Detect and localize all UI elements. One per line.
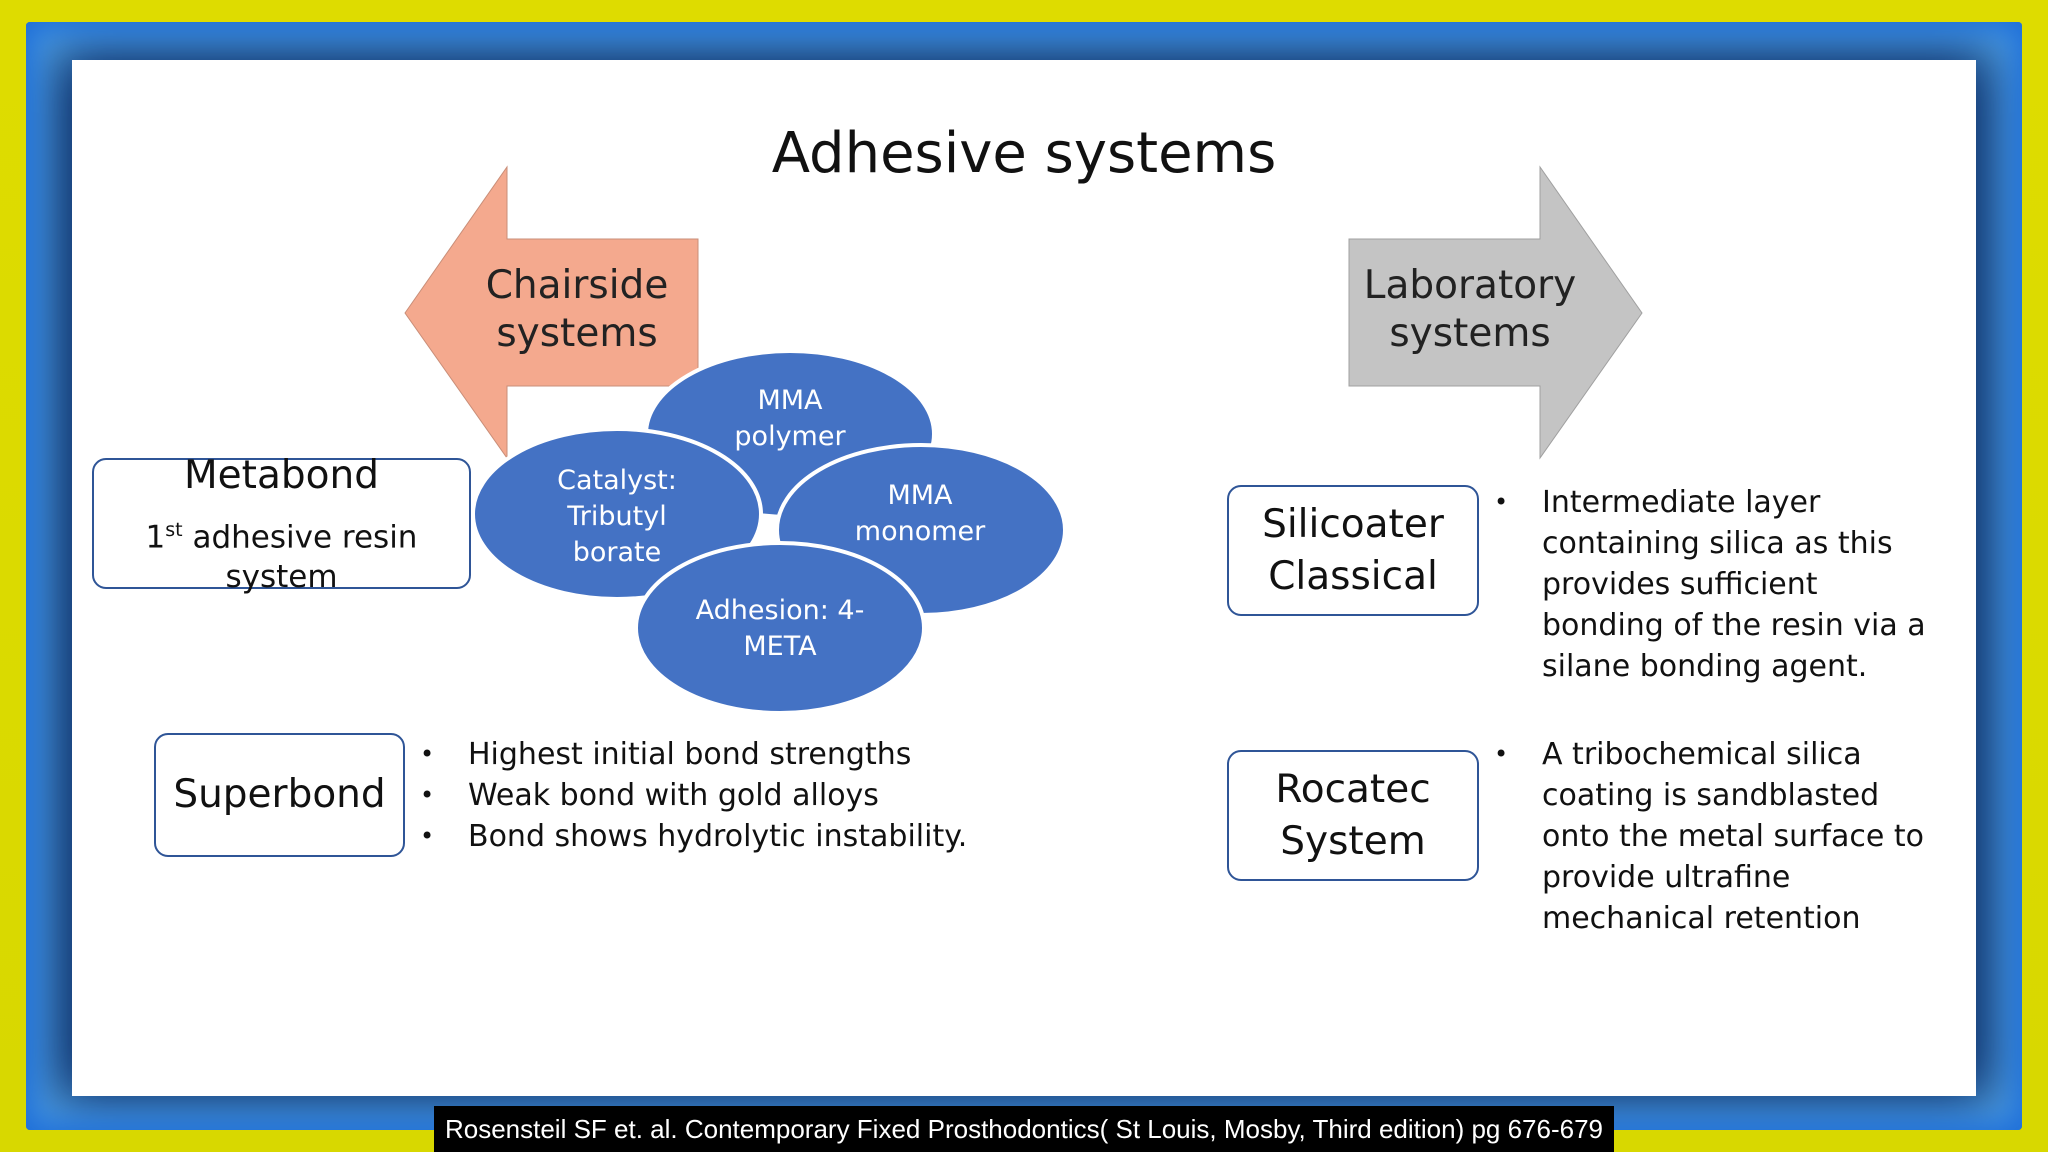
rocatec-line2: System	[1280, 818, 1426, 864]
rocatec-box: Rocatec System	[1227, 750, 1479, 881]
rocatec-line-5: mechanical retention	[1542, 901, 1861, 936]
rocatec-line1: Rocatec	[1275, 766, 1431, 812]
silicoater-line1: Silicoater	[1262, 501, 1444, 547]
laboratory-label-line2: systems	[1389, 311, 1551, 356]
cement-components-cluster	[471, 349, 1067, 715]
mma-monomer-line1: MMA	[887, 480, 953, 511]
silicoater-line2: Classical	[1268, 553, 1438, 599]
superbond-box: Superbond	[154, 733, 405, 857]
ellipse-adhesion	[634, 541, 926, 715]
silicoater-bullets: Intermediate layer containing silica as …	[1494, 482, 1926, 687]
superbond-title: Superbond	[173, 772, 386, 817]
catalyst-label: Catalyst: Tributyl borate	[507, 463, 727, 571]
laboratory-label-line1: Laboratory	[1363, 263, 1577, 308]
mma-polymer-line2: polymer	[734, 421, 846, 452]
rocatec-bullets: A tribochemical silica coating is sandbl…	[1494, 734, 1924, 939]
chairside-label-line1: Chairside	[485, 263, 669, 308]
metabond-subtitle: 1st adhesive resin system	[94, 510, 469, 597]
rocatec-line-2: coating is sandblasted	[1542, 778, 1880, 813]
silicoater-line-3: provides sufficient	[1542, 567, 1818, 602]
slide-title: Adhesive systems	[771, 121, 1277, 186]
chairside-arrow-label: Chairside systems	[468, 262, 686, 358]
superbond-bullets: Highest initial bond strengths Weak bond…	[420, 734, 967, 857]
rocatec-line-3: onto the metal surface to	[1542, 819, 1925, 854]
silicoater-line-5: silane bonding agent.	[1542, 649, 1868, 684]
chairside-arrow-shape	[404, 165, 699, 460]
catalyst-line1: Catalyst:	[557, 465, 677, 496]
mma-polymer-line1: MMA	[757, 385, 823, 416]
catalyst-line3: borate	[572, 537, 662, 568]
adhesion-label: Adhesion: 4- META	[670, 593, 890, 665]
rocatec-line-1: A tribochemical silica	[1542, 737, 1862, 772]
list-item: Weak bond with gold alloys	[420, 775, 967, 816]
metabond-title: Metabond	[184, 452, 379, 498]
metabond-sub-sup: st	[165, 518, 183, 541]
mma-polymer-label: MMA polymer	[680, 383, 900, 455]
metabond-sub-rest: adhesive resin system	[182, 519, 418, 596]
silicoater-line-2: containing silica as this	[1542, 526, 1893, 561]
adhesion-line2: META	[743, 631, 817, 662]
catalyst-line2: Tributyl	[567, 501, 667, 532]
chairside-label-line2: systems	[496, 311, 658, 356]
list-item: Bond shows hydrolytic instability.	[420, 816, 967, 857]
citation-caption: Rosensteil SF et. al. Contemporary Fixed…	[434, 1106, 1614, 1152]
silicoater-line-4: bonding of the resin via a	[1542, 608, 1926, 643]
list-item: Highest initial bond strengths	[420, 734, 967, 775]
mma-monomer-label: MMA monomer	[810, 478, 1030, 550]
rocatec-line-4: provide ultrafine	[1542, 860, 1791, 895]
metabond-box: Metabond 1st adhesive resin system	[92, 453, 471, 595]
laboratory-arrow-label: Laboratory systems	[1350, 262, 1590, 358]
adhesion-line1: Adhesion: 4-	[695, 595, 865, 626]
list-item: A tribochemical silica coating is sandbl…	[1494, 734, 1924, 939]
ellipse-catalyst	[471, 427, 763, 601]
silicoater-box: Silicoater Classical	[1227, 485, 1479, 616]
silicoater-line-1: Intermediate layer	[1542, 485, 1821, 520]
laboratory-arrow-shape	[1348, 165, 1643, 460]
metabond-sub-prefix: 1	[145, 519, 166, 556]
list-item: Intermediate layer containing silica as …	[1494, 482, 1926, 687]
mma-monomer-line2: monomer	[854, 516, 986, 547]
